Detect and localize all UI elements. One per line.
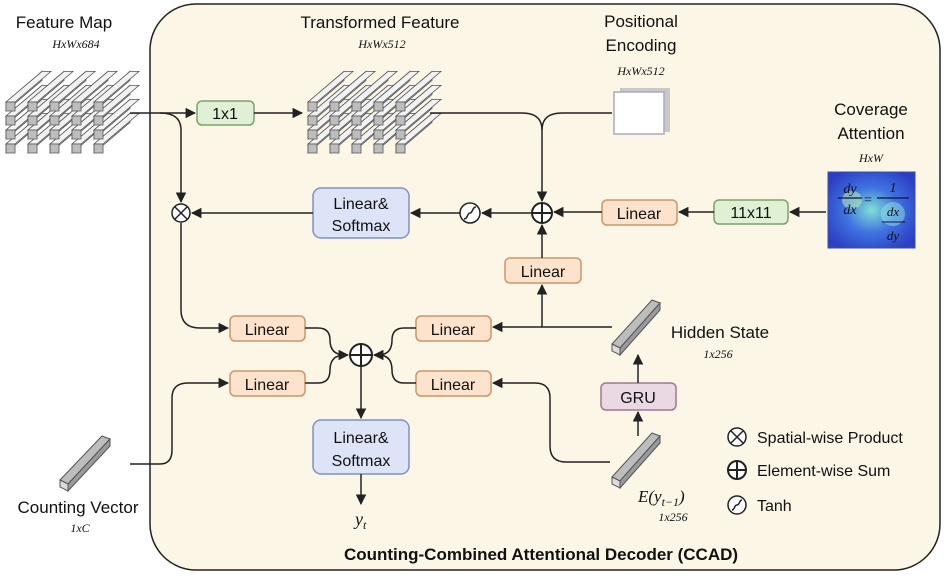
- positional-label-2: Encoding: [606, 36, 677, 55]
- feature-map-dim: HxWx684: [51, 37, 99, 51]
- element-sum-top-icon: [531, 202, 553, 224]
- transformed-feature-label: Transformed Feature: [300, 13, 459, 32]
- linear-a-box: Linear: [229, 315, 306, 342]
- counting-vector-label: Counting Vector: [18, 498, 139, 517]
- svg-text:dy: dy: [887, 228, 900, 243]
- transformed-feature-dim: HxWx512: [357, 37, 405, 51]
- svg-text:Linear&: Linear&: [333, 430, 388, 447]
- coverage-attention-map: dy dx = 1 dx dy: [827, 171, 916, 249]
- tanh-icon: [459, 202, 481, 224]
- hidden-state-dim: 1x256: [703, 347, 732, 361]
- linear-c-box: Linear: [415, 315, 492, 342]
- linear-b-box: Linear: [229, 370, 306, 397]
- hidden-state-vector: [611, 299, 661, 357]
- coverage-dim: HxW: [858, 151, 884, 165]
- svg-text:Linear&: Linear&: [333, 196, 388, 213]
- feature-map-label: Feature Map: [16, 13, 112, 32]
- counting-vector-dim: 1xC: [70, 521, 90, 535]
- legend-tanh-icon: [727, 495, 747, 515]
- conv-1x1-box: 1x1: [196, 100, 255, 126]
- legend-spatial-icon: [727, 427, 747, 447]
- connections: [130, 107, 826, 506]
- svg-text:=: =: [863, 193, 872, 208]
- svg-text:GRU: GRU: [620, 390, 656, 407]
- coverage-label-2: Attention: [837, 124, 904, 143]
- spatial-product-icon: [171, 203, 191, 223]
- svg-text:Softmax: Softmax: [332, 453, 391, 470]
- linear-softmax-bottom-box: Linear& Softmax: [312, 419, 410, 475]
- svg-text:dx: dx: [843, 203, 857, 218]
- diagram-title: Counting-Combined Attentional Decoder (C…: [344, 545, 738, 564]
- embedding-label: E(yt−1): [637, 487, 685, 509]
- legend-sum-icon: [727, 460, 747, 480]
- linear-softmax-top-box: Linear& Softmax: [312, 187, 410, 239]
- legend: Spatial-wise Product Element-wise Sum Ta…: [727, 427, 903, 515]
- linear-mid-box: Linear: [504, 257, 582, 284]
- legend-tanh-label: Tanh: [757, 498, 792, 515]
- element-sum-bottom-icon: [349, 343, 373, 367]
- legend-spatial-label: Spatial-wise Product: [757, 430, 903, 447]
- gru-box: GRU: [600, 382, 677, 411]
- output-label: yt: [353, 509, 367, 532]
- svg-text:Linear: Linear: [521, 264, 566, 281]
- svg-text:Softmax: Softmax: [332, 218, 391, 235]
- embedding-dim: 1x256: [658, 510, 687, 524]
- decoder-panel: [149, 3, 941, 571]
- linear-top-box: Linear: [601, 199, 678, 226]
- conv-11x11-box: 11x11: [713, 199, 789, 225]
- transformed-feature-tensor: [306, 70, 443, 154]
- svg-text:dy: dy: [843, 182, 857, 197]
- svg-text:Linear: Linear: [245, 377, 290, 394]
- svg-text:Linear: Linear: [245, 322, 290, 339]
- positional-dim: HxWx512: [616, 64, 664, 78]
- coverage-label-1: Coverage: [834, 100, 908, 119]
- svg-text:Linear: Linear: [431, 377, 476, 394]
- svg-text:Linear: Linear: [431, 322, 476, 339]
- positional-label-1: Positional: [604, 12, 678, 31]
- legend-sum-label: Element-wise Sum: [757, 463, 890, 480]
- svg-text:1: 1: [890, 181, 897, 196]
- svg-text:11x11: 11x11: [730, 205, 771, 222]
- positional-encoding-block: [613, 88, 670, 135]
- embedding-vector: [611, 432, 661, 490]
- hidden-state-label: Hidden State: [671, 323, 769, 342]
- svg-text:dx: dx: [887, 204, 900, 219]
- svg-text:1x1: 1x1: [212, 106, 238, 123]
- feature-map-tensor: [4, 70, 141, 154]
- linear-d-box: Linear: [415, 370, 492, 397]
- svg-text:Linear: Linear: [617, 206, 662, 223]
- counting-vector-bar: [59, 435, 111, 493]
